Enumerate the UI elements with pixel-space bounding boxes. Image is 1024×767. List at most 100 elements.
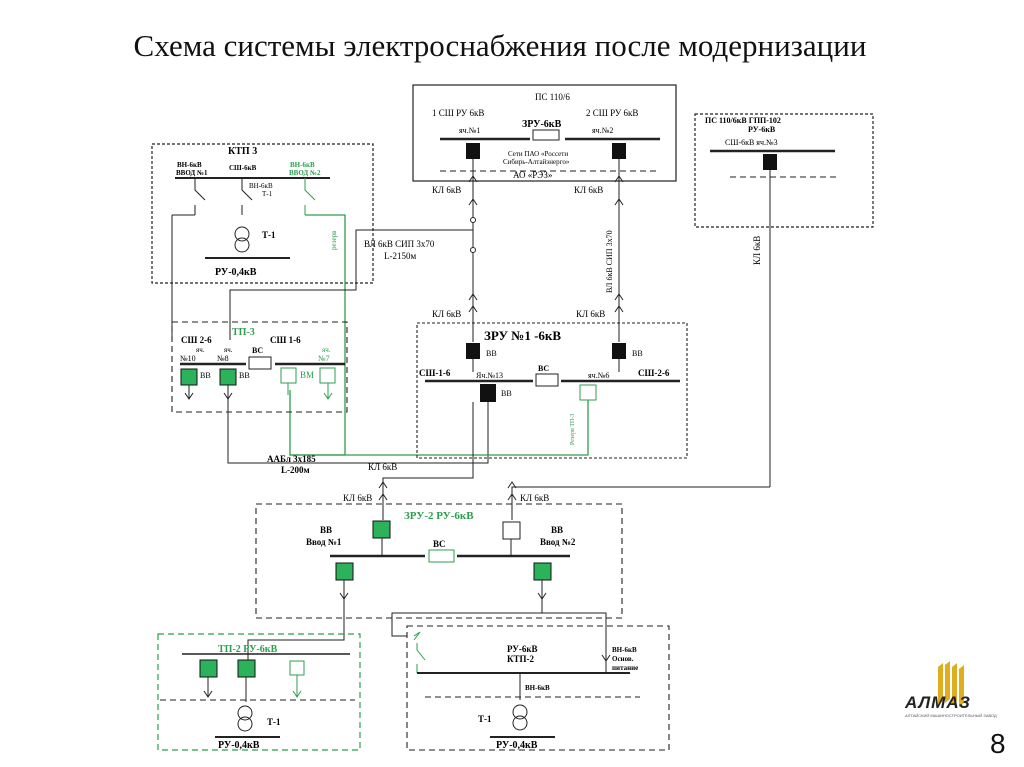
zru2-in2: Ввод №2 xyxy=(540,537,576,547)
feeder-2-terminal-top xyxy=(614,175,624,206)
vl-a-length: L-2150м xyxy=(384,251,416,261)
tp3-block: ТП-3 СШ 2-6 СШ 1-6 яч. №10 яч. №8 ВС яч.… xyxy=(171,321,589,475)
tp3-title: ТП-3 xyxy=(232,327,255,338)
tp2-out-3 xyxy=(292,675,302,698)
zru2-bc-switch xyxy=(428,549,455,563)
gpp102-breaker xyxy=(763,154,777,170)
zru2-in1-cable xyxy=(382,402,474,520)
aabl-cable xyxy=(227,398,489,464)
zru1-cell13: Яч.№13 xyxy=(476,371,503,380)
ps110-cell2: яч.№2 xyxy=(592,126,613,135)
ps110-frame xyxy=(412,84,677,182)
ktp3-block: КТП 3 ВН-6кВ ВВОД №1 СШ-6кВ ВН-6кВ ВВОД … xyxy=(151,143,473,456)
tp3-out-8 xyxy=(223,385,233,400)
logo-name: АЛМАЗ xyxy=(905,693,971,712)
ktp3-title: КТП 3 xyxy=(228,146,257,157)
ktp2-ru: РУ-0,4кВ xyxy=(496,740,538,751)
kl-e-label: КЛ 6кВ xyxy=(368,462,397,472)
ktp3-ru: РУ-0,4кВ xyxy=(215,267,257,278)
feeder-1-terminal-bottom xyxy=(468,293,478,313)
zru1-breaker-left xyxy=(466,343,480,359)
tp3-switch-reserve xyxy=(280,367,297,384)
ktp3-switch-in2 xyxy=(304,178,316,215)
tp3-cell8-a: яч. xyxy=(224,346,233,354)
zru1-reserve: Резерв ТП-3 xyxy=(570,414,576,445)
tp2-breaker-1 xyxy=(199,659,218,678)
ktp3-switch-t1 xyxy=(241,178,253,215)
tp3-breaker-10 xyxy=(180,368,198,386)
ktp2-block: РУ-6кВ КТП-2 ВН-6кВ Основ. питание ВН-6к… xyxy=(406,625,670,751)
tp3-out-7 xyxy=(323,383,333,400)
ktp3-transformer-bottom xyxy=(234,237,250,253)
ktp3-reserve: резерв xyxy=(330,230,338,250)
ktp2-title1: РУ-6кВ xyxy=(507,644,538,654)
vl-b-label: ВЛ 6кВ СИП 3х70 xyxy=(605,230,614,293)
page-title: Схема системы электроснабжения после мод… xyxy=(133,28,867,63)
almaz-logo-icon xyxy=(938,661,964,707)
ktp2-vn: ВН-6кВ xyxy=(525,684,550,692)
zru1-cell6: яч.№6 xyxy=(588,371,609,380)
feeder-1-bottom-label: КЛ 6кВ xyxy=(432,309,461,319)
zru2-title: ЗРУ-2 РУ-6кВ xyxy=(404,510,474,522)
tp3-cell10-a: яч. xyxy=(196,346,205,354)
zru1-vv-right: ВВ xyxy=(632,349,643,358)
zru1-breaker-13 xyxy=(480,384,496,402)
zru2-breaker-in2 xyxy=(502,521,521,540)
zru1-sh1: СШ-1-6 xyxy=(419,368,451,378)
ktp3-vn-in1-b: ВВОД №1 xyxy=(176,169,208,177)
gpp102-frame xyxy=(694,113,874,228)
tp2-ru: РУ-0,4кВ xyxy=(218,740,260,751)
vl-a-label: ВЛ 6кВ СИП 3х70 xyxy=(364,239,435,249)
ps110-net1: Сети ПАО «Россети xyxy=(508,150,568,158)
tp3-cell7-a: яч. xyxy=(322,346,331,354)
gpp102-title2: РУ-6кВ xyxy=(748,125,776,134)
ktp3-frame xyxy=(151,143,374,284)
zru1-bc-switch xyxy=(535,373,559,387)
reserve-tp3-cable xyxy=(290,398,589,456)
ps110-bus1-label: 1 СШ РУ 6кВ xyxy=(432,108,484,118)
feeder-1-joint-2 xyxy=(470,247,476,253)
feeder-2-top-label: КЛ 6кВ xyxy=(574,185,603,195)
ktp3-vn-in2-b: ВВОД №2 xyxy=(289,169,321,177)
zru2-in1-terminal xyxy=(378,481,388,501)
ktp2-vn-main-b: Основ. xyxy=(612,655,634,663)
tp2-block: ТП-2 РУ-6кВ Т-1 РУ-0,4кВ xyxy=(157,633,361,751)
tp3-bc-switch xyxy=(248,356,272,370)
gpp102-block: ПС 110/6кВ ГПП-102 РУ-6кВ СШ-6кВ яч.№3 К… xyxy=(694,113,874,487)
ps110-bus2-label: 2 СШ РУ 6кВ xyxy=(586,108,638,118)
zru2-block: ЗРУ-2 РУ-6кВ ВВ Ввод №1 ВВ Ввод №2 ВС xyxy=(247,503,623,660)
tp2-title: ТП-2 РУ-6кВ xyxy=(218,644,278,655)
zru2-breaker-in1 xyxy=(372,520,391,539)
aabl-label: ААБл 3х185 xyxy=(267,454,316,464)
zru2-vv1: ВВ xyxy=(320,525,332,535)
gpp102-cable-label: КЛ 6кВ xyxy=(752,236,762,265)
zru2-bc: ВС xyxy=(433,539,446,549)
zru2-in2-terminal xyxy=(507,481,517,501)
ps110-breaker-1 xyxy=(466,143,480,159)
feeder-1-terminal-top xyxy=(468,175,478,206)
zru1-frame xyxy=(416,322,688,459)
feeder-2-bottom-label: КЛ 6кВ xyxy=(576,309,605,319)
zru1-title: ЗРУ №1 -6кВ xyxy=(484,328,561,343)
ktp2-vn-main-c: питание xyxy=(612,664,638,672)
tp3-cell10-b: №10 xyxy=(180,354,196,363)
ktp2-reserve-switch xyxy=(413,631,426,673)
slide-number: 8 xyxy=(990,728,1006,759)
tp2-switch-3 xyxy=(289,660,305,676)
tp3-vm: ВМ xyxy=(300,370,314,380)
zru1-breaker-right xyxy=(612,343,626,359)
tp3-vv2: ВВ xyxy=(239,371,250,380)
tp2-breaker-2 xyxy=(237,659,256,678)
ps110-feeders: КЛ 6кВ КЛ 6кВ ВЛ 6кВ СИП 3х70 L-2150м ВЛ… xyxy=(364,159,624,342)
tp3-sh1: СШ 1-6 xyxy=(270,335,301,345)
ktp3-switch-in1 xyxy=(194,178,206,215)
ktp3-transformer-top xyxy=(234,226,250,242)
zru2-breaker-out2 xyxy=(533,562,552,581)
tp3-switch-7 xyxy=(319,367,336,384)
tp3-frame xyxy=(171,321,348,413)
ktp2-transformer-bottom xyxy=(512,715,528,731)
vl-ktp3-cable xyxy=(229,229,473,340)
ps110-title: ПС 110/6 xyxy=(535,92,570,102)
feeder-2-terminal-bottom xyxy=(614,293,624,313)
